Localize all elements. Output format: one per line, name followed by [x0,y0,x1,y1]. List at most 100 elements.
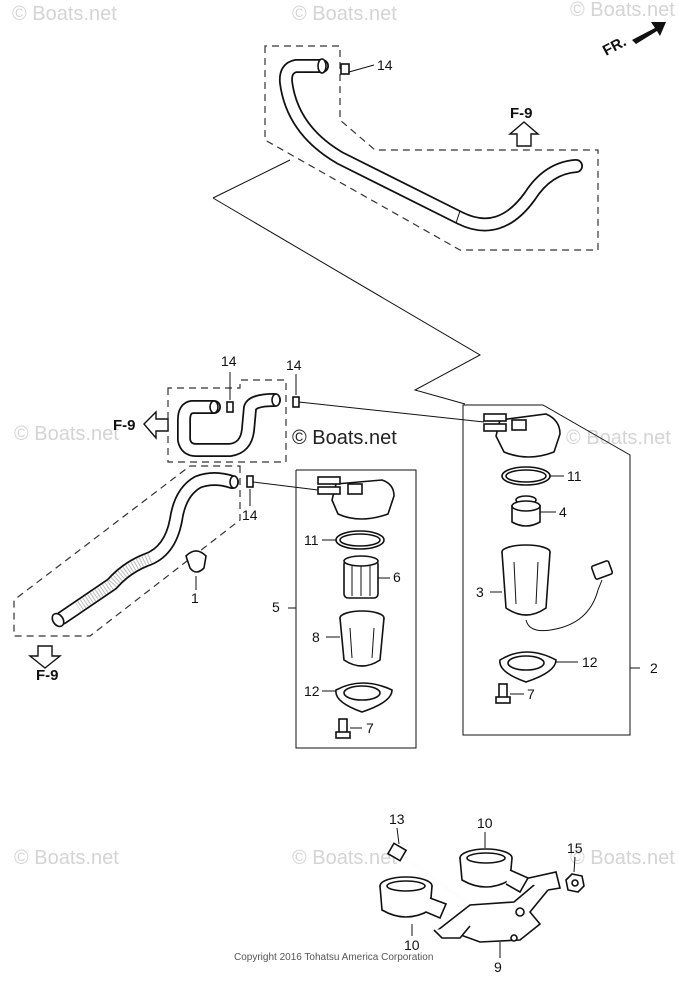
bracket-hole [515,907,525,917]
watermark-bottom-center: © Boats.net [292,847,397,869]
ref-f9-bottom-left: F-9 [36,667,59,684]
assembly-bracket [462,404,631,736]
watermark-top-right: © Boats.net [570,0,675,21]
mounting-bracket-assembly: 13 9 10 10 15 [379,811,585,975]
left-filter-assembly: 5 11 6 8 12 7 [272,469,417,749]
top-fuel-hose-inner [280,60,582,230]
connection-lines [212,159,482,405]
hose-sleeve [75,553,152,612]
hose-end [271,393,281,407]
leader-line [298,401,485,423]
hose-end [317,58,327,74]
callout-10-bottom: 10 [404,937,420,953]
left-arrow-icon [143,410,169,440]
hose-clip [292,396,300,408]
front-arrow-icon [632,22,666,44]
hose-end [209,400,219,414]
watermark-top-center: © Boats.net [292,3,397,25]
bolt-shank-highlight [404,857,471,906]
down-arrow-icon [28,645,62,669]
leader-line [573,856,576,873]
right-filter-assembly: 2 11 4 3 12 7 [462,404,658,736]
ref-f9-mid-left: F-9 [113,417,136,434]
callout-14-top: 14 [377,57,393,73]
hose-clip [246,475,254,488]
drain-screw [498,683,508,699]
top-hose-group: 14 F-9 [264,45,599,251]
sensor-wire [525,579,603,632]
left-hose-group: 14 14 F-9 14 F-9 1 [13,353,485,684]
callout-1: 1 [191,590,199,606]
callout-5: 5 [272,599,280,615]
callout-11-left: 11 [304,532,319,548]
filter-head-boss [511,419,527,431]
cup-rib [349,627,353,659]
copyright-notice: Copyright 2016 Tohatsu America Corporati… [234,952,433,963]
ref-f9-top: F-9 [510,105,533,122]
hose-clip [226,401,234,413]
filter-cup-with-sensor [501,551,551,616]
leader-line [348,64,375,73]
filter-holder-clip [505,869,530,894]
filter-holder-clip [425,897,448,920]
callout-11-right: 11 [567,468,582,484]
watermark-layer: © Boats.net © Boats.net © Boats.net © Bo… [12,0,675,869]
cup-rib [535,561,539,605]
fuel-inlet-nipple [317,476,341,485]
sensor-connector [590,560,614,580]
callout-14-lower: 14 [242,507,258,523]
watermark-bottom-right: © Boats.net [570,847,675,869]
callout-6: 6 [393,569,401,585]
cup-rib [513,561,517,605]
watermark-top-left: © Boats.net [12,3,117,25]
callout-8: 8 [312,629,320,645]
leader-line [396,827,400,845]
callout-13: 13 [389,811,405,827]
o-ring-inner [339,533,381,547]
o-ring-inner [505,469,547,483]
hose-band [455,210,461,224]
assembly-bracket [295,469,417,749]
fuel-outlet-nipple [483,423,507,432]
watermark-mid-left: © Boats.net [14,423,119,445]
watermark-mid-right: © Boats.net [566,427,671,449]
hose-end [51,612,65,628]
bolt-head [386,842,408,862]
watermark-mid-center: © Boats.net [292,427,397,449]
hose-clamp [185,550,207,573]
callout-12-right: 12 [582,654,598,670]
callout-7-left: 7 [366,720,374,736]
front-direction-arrow: FR. [600,22,666,60]
callout-7-right: 7 [527,686,535,702]
gasket-hole [343,685,381,701]
callout-10-top: 10 [477,815,493,831]
gasket-hole [507,655,545,671]
front-direction-label: FR. [600,33,629,59]
u-fuel-hose-inner [178,394,280,456]
bracket-flange [433,925,471,939]
filter-holder-opening [466,852,506,864]
fuel-inlet-nipple [483,413,507,422]
filter-cup [339,617,385,667]
callout-3: 3 [476,584,484,600]
filter-holder-opening [386,880,426,892]
up-arrow-icon [508,121,540,147]
bracket-hole [510,934,518,942]
nut-hole [571,879,579,887]
drain-screw [338,718,348,734]
callout-2: 2 [650,660,658,676]
watermark-bottom-left: © Boats.net [14,847,119,869]
hose-clip [340,63,350,75]
bracket-tab [519,871,561,891]
callout-12-left: 12 [304,683,320,699]
filter-head [331,479,395,520]
top-hose-boundary [264,45,599,251]
callout-15: 15 [567,840,583,856]
callout-14-mid-b: 14 [286,357,302,373]
upper-hose-boundary [167,379,287,463]
long-fuel-hose-inner [56,473,238,624]
callout-14-mid-a: 14 [221,353,237,369]
fuel-outlet-nipple [317,486,341,495]
filter-head-boss [347,483,363,495]
